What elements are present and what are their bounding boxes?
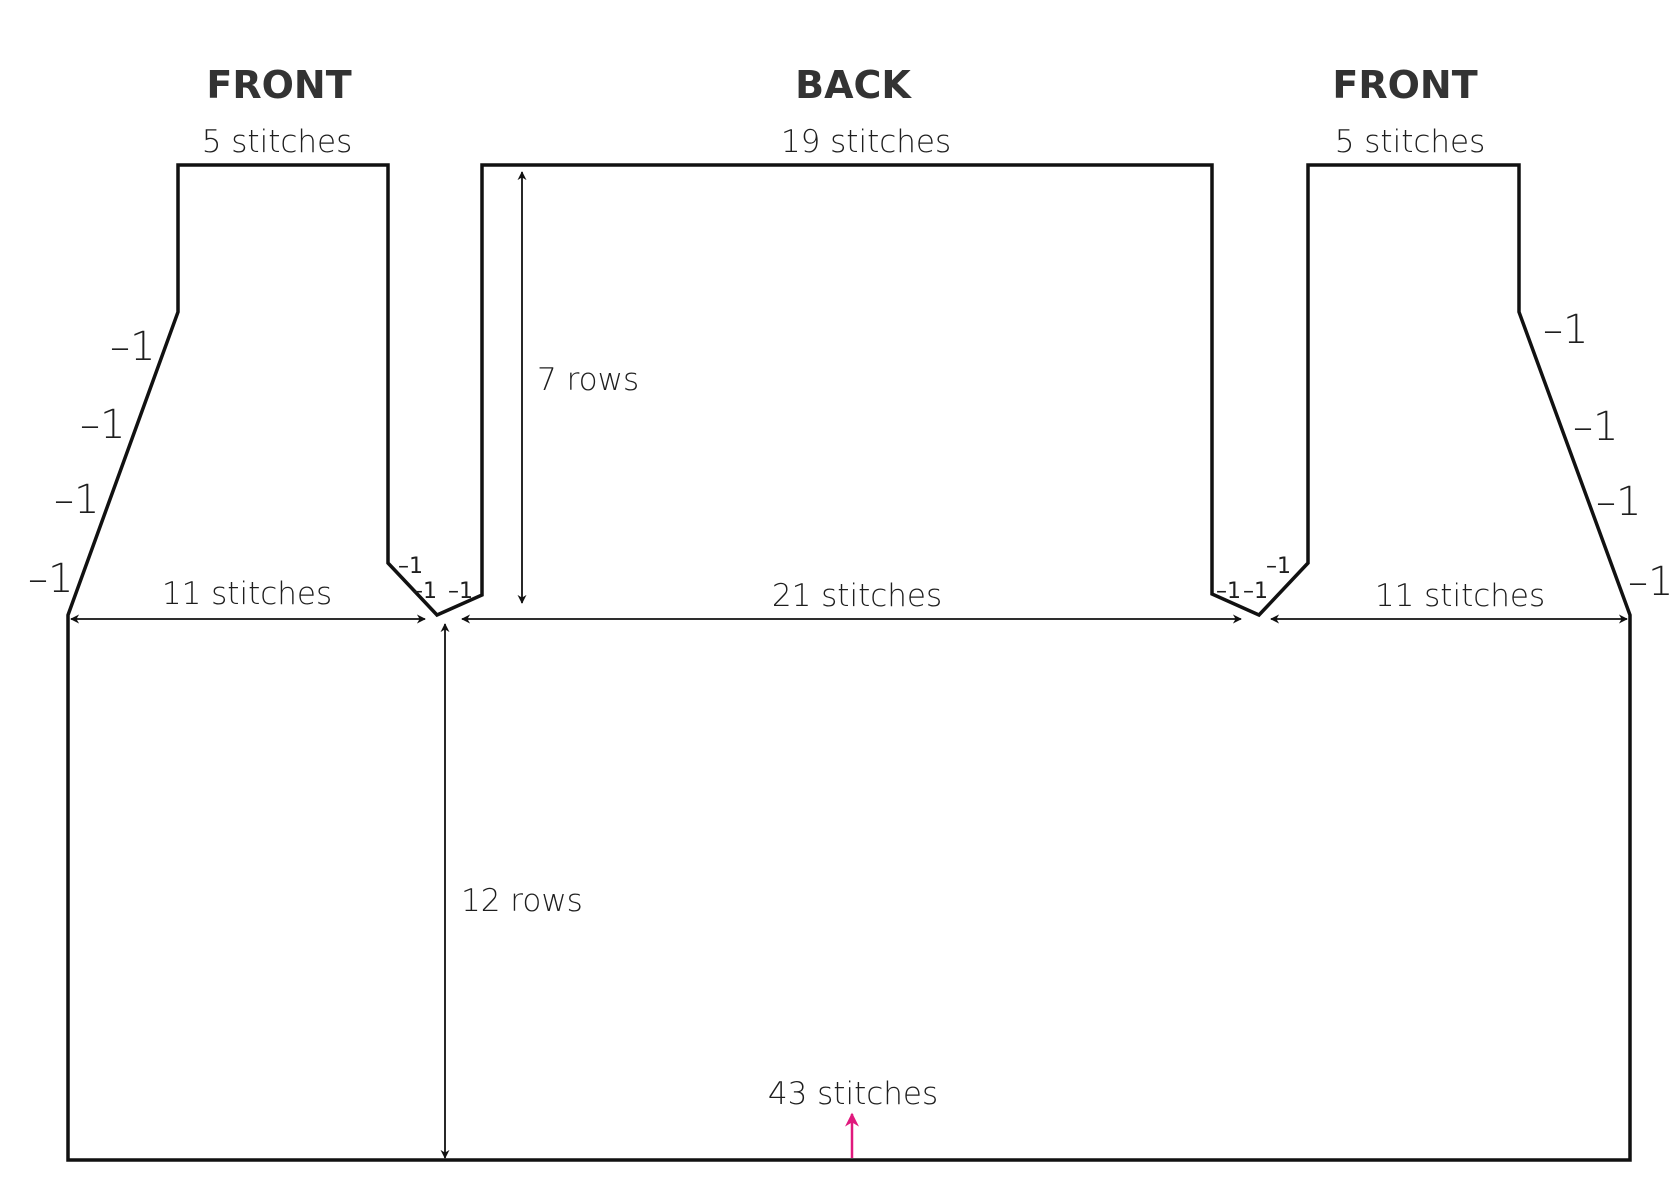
decrease-left-armhole-1: –1 [398,554,423,579]
decrease-right-slope-1: –1 [1543,307,1588,353]
decrease-left-slope-4: –1 [28,556,73,602]
label-lower-rows: 12 rows [461,883,583,919]
label-front-right-width: 11 stitches [1375,578,1545,614]
heading-front-right: FRONT [1332,63,1477,107]
label-back-width: 21 stitches [772,578,942,614]
decrease-right-slope-2: –1 [1573,404,1618,450]
top-width-front-left: 5 stitches [202,124,353,160]
label-upper-rows: 7 rows [537,362,639,398]
heading-back: BACK [795,63,912,107]
body-outline [66,163,1632,1162]
decrease-left-armhole-3: –1 [448,579,473,604]
decrease-left-slope-3: –1 [54,477,99,523]
decrease-right-armhole-2: –1 [1243,579,1268,604]
decrease-right-armhole-1: –1 [1216,579,1241,604]
top-width-front-right: 5 stitches [1335,124,1486,160]
label-front-left-width: 11 stitches [162,576,332,612]
top-width-back: 19 stitches [781,124,951,160]
decrease-left-slope-2: –1 [80,402,125,448]
label-bottom-width: 43 stitches [768,1076,938,1112]
heading-front-left: FRONT [206,63,351,107]
decrease-right-armhole-3: –1 [1266,554,1291,579]
decrease-right-slope-4: –1 [1628,559,1673,605]
decrease-right-slope-3: –1 [1596,479,1641,525]
decrease-left-slope-1: –1 [110,324,155,370]
decrease-left-armhole-2: –1 [412,579,437,604]
